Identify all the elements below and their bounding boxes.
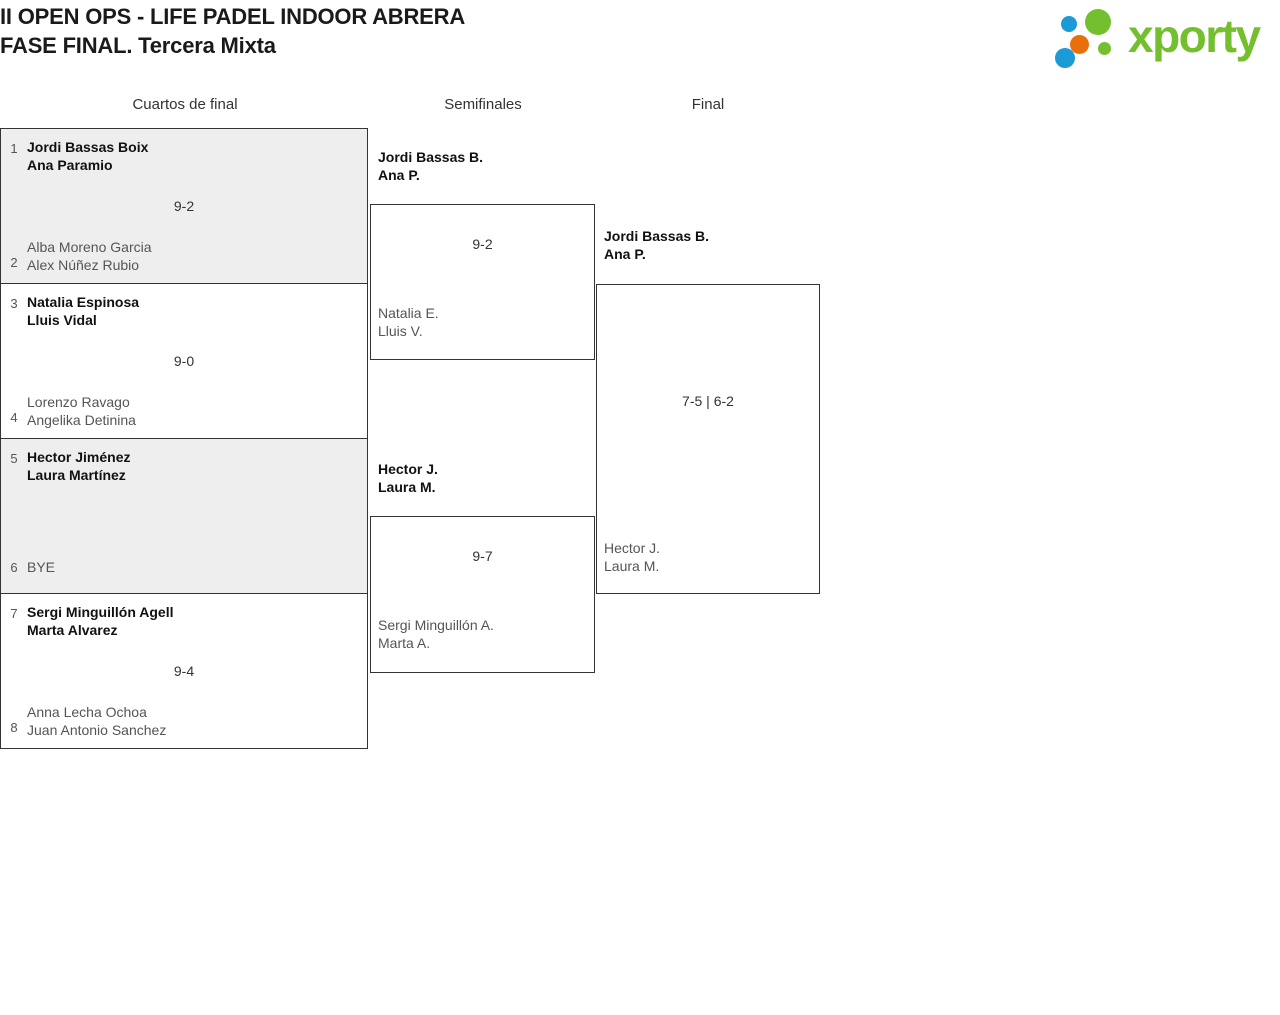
player-name: Jordi Bassas Boix bbox=[27, 139, 149, 155]
player-name: Ana Paramio bbox=[27, 157, 113, 173]
seed-number: 5 bbox=[10, 451, 18, 466]
logo-dot-green-large-icon bbox=[1085, 9, 1111, 35]
team-entry-winner: Jordi Bassas Boix Ana Paramio bbox=[27, 138, 359, 174]
xporty-logo: xporty bbox=[1048, 8, 1272, 68]
seed-number: 8 bbox=[10, 720, 18, 735]
player-name: Lorenzo Ravago bbox=[27, 394, 130, 410]
seed-number: 3 bbox=[10, 296, 18, 311]
match-box-quarterfinal-2[interactable]: 3 Natalia Espinosa Lluis Vidal 9-0 4 Lor… bbox=[0, 283, 368, 439]
match-score: 9-7 bbox=[472, 548, 493, 564]
match-score: 9-2 bbox=[173, 198, 195, 214]
team-entry-winner-final: Jordi Bassas B. Ana P. bbox=[604, 227, 709, 263]
player-name: Laura M. bbox=[378, 479, 436, 495]
player-name: Natalia E. bbox=[378, 305, 439, 321]
team-entry-loser: Alba Moreno Garcia Alex Núñez Rubio bbox=[27, 238, 359, 274]
round-header-semifinals: Semifinales bbox=[444, 96, 522, 113]
team-entry-winner: Hector Jiménez Laura Martínez bbox=[27, 448, 359, 484]
player-name: Anna Lecha Ochoa bbox=[27, 704, 147, 720]
match-score: 9-4 bbox=[173, 663, 195, 679]
match-box-final[interactable] bbox=[596, 284, 820, 594]
team-entry-winner-semifinal-2: Hector J. Laura M. bbox=[378, 460, 438, 496]
player-name: Marta A. bbox=[378, 635, 431, 651]
round-header-final: Final bbox=[691, 96, 725, 113]
seed-number: 2 bbox=[10, 255, 18, 270]
team-entry-loser: Lorenzo Ravago Angelika Detinina bbox=[27, 393, 359, 429]
page-title: II OPEN OPS - LIFE PADEL INDOOR ABRERA F… bbox=[0, 2, 760, 60]
match-score: 9-0 bbox=[173, 353, 195, 369]
team-entry-winner: Sergi Minguillón Agell Marta Alvarez bbox=[27, 603, 359, 639]
logo-dot-green-small-icon bbox=[1098, 42, 1111, 55]
seed-number: 1 bbox=[10, 141, 18, 156]
seed-number: 7 bbox=[10, 606, 18, 621]
player-name: Juan Antonio Sanchez bbox=[27, 722, 167, 738]
team-entry-winner-semifinal-1: Jordi Bassas B. Ana P. bbox=[378, 148, 483, 184]
player-name: Laura M. bbox=[604, 558, 660, 574]
player-name: Natalia Espinosa bbox=[27, 294, 140, 310]
player-name: Sergi Minguillón A. bbox=[378, 617, 494, 633]
team-entry-loser-final: Hector J. Laura M. bbox=[604, 539, 660, 575]
match-box-quarterfinal-1[interactable]: 1 Jordi Bassas Boix Ana Paramio 9-2 2 Al… bbox=[0, 128, 368, 284]
seed-number: 6 bbox=[10, 560, 18, 575]
tournament-title-line-1: II OPEN OPS - LIFE PADEL INDOOR ABRERA bbox=[0, 4, 466, 29]
player-name: Ana P. bbox=[378, 167, 420, 183]
tournament-title-line-2: FASE FINAL. Tercera Mixta bbox=[0, 33, 276, 58]
logo-wordmark: xporty bbox=[1128, 10, 1261, 62]
team-entry-winner: Natalia Espinosa Lluis Vidal bbox=[27, 293, 359, 329]
player-name: Marta Alvarez bbox=[27, 622, 118, 638]
match-box-semifinal-2[interactable]: 9-7 bbox=[370, 516, 595, 673]
logo-dot-blue-top-icon bbox=[1061, 16, 1077, 32]
player-name: Jordi Bassas B. bbox=[378, 149, 484, 165]
player-name: Laura Martínez bbox=[27, 467, 126, 483]
team-entry-loser-semifinal-2: Sergi Minguillón A. Marta A. bbox=[378, 616, 494, 652]
player-name: Sergi Minguillón Agell bbox=[27, 604, 174, 620]
team-entry-bye: BYE bbox=[27, 558, 359, 576]
player-name: Hector J. bbox=[378, 461, 438, 477]
player-name: Lluis V. bbox=[378, 323, 423, 339]
seed-number: 4 bbox=[10, 410, 18, 425]
player-name: Hector J. bbox=[604, 540, 661, 556]
match-box-quarterfinal-3[interactable]: 5 Hector Jiménez Laura Martínez 6 BYE bbox=[0, 438, 368, 594]
logo-dot-orange-icon bbox=[1070, 35, 1089, 54]
team-entry-loser-semifinal-1: Natalia E. Lluis V. bbox=[378, 304, 439, 340]
logo-dot-blue-bottom-icon bbox=[1055, 48, 1075, 68]
player-name: Alba Moreno Garcia bbox=[27, 239, 152, 255]
round-header-quarterfinals: Cuartos de final bbox=[132, 96, 238, 113]
player-name: Lluis Vidal bbox=[27, 312, 97, 328]
match-score: 9-2 bbox=[472, 236, 493, 252]
player-name: Jordi Bassas B. bbox=[604, 228, 710, 244]
player-name: Angelika Detinina bbox=[27, 412, 136, 428]
team-entry-loser: Anna Lecha Ochoa Juan Antonio Sanchez bbox=[27, 703, 359, 739]
player-name: BYE bbox=[27, 559, 56, 575]
player-name: Alex Núñez Rubio bbox=[27, 257, 140, 273]
match-score-final: 7-5 | 6-2 bbox=[682, 393, 734, 409]
player-name: Ana P. bbox=[604, 246, 646, 262]
match-box-quarterfinal-4[interactable]: 7 Sergi Minguillón Agell Marta Alvarez 9… bbox=[0, 593, 368, 749]
player-name: Hector Jiménez bbox=[27, 449, 131, 465]
match-box-semifinal-1[interactable]: 9-2 bbox=[370, 204, 595, 360]
